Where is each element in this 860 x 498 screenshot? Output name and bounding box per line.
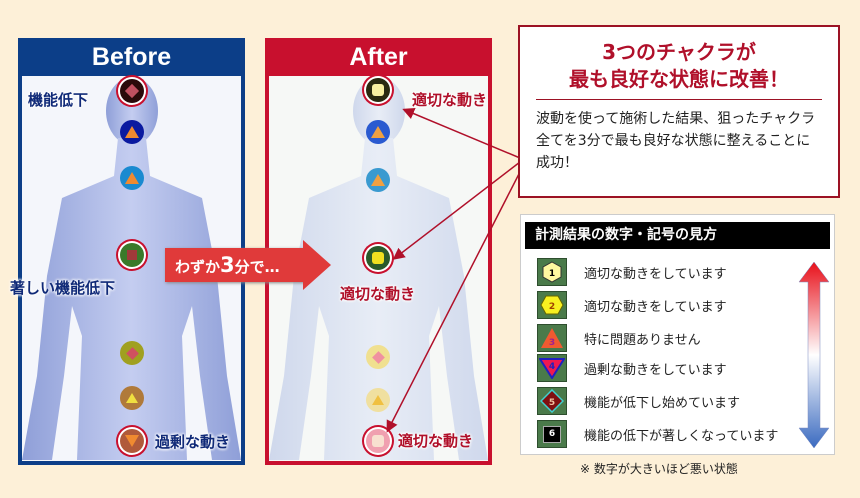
legend-item: 1 適切な動きをしています xyxy=(537,258,727,286)
throat-chakra-marker xyxy=(120,166,144,190)
banner-suffix: 分で… xyxy=(234,258,280,276)
legend-item: 6 機能の低下が著しくなっています xyxy=(537,420,778,448)
legend-num: 5 xyxy=(549,398,555,408)
legend-num: 4 xyxy=(549,362,555,372)
third-eye-chakra-marker xyxy=(120,120,144,144)
before-root-label: 過剰な動き xyxy=(155,433,231,451)
legend-text: 機能の低下が著しくなっています xyxy=(584,428,779,444)
headline-body: 波動を使って施術した結果、狙ったチャクラ全てを3分で最も良好な状態に整えることに… xyxy=(536,111,816,171)
crown-chakra-marker xyxy=(366,78,390,102)
sacral-chakra-marker xyxy=(366,388,390,412)
legend-text: 適切な動きをしています xyxy=(584,266,727,282)
legend-num: 1 xyxy=(549,269,555,279)
third-eye-chakra-marker xyxy=(366,120,390,144)
banner-number: 3 xyxy=(220,253,235,277)
after-root-label: 適切な動き xyxy=(398,432,474,450)
root-chakra-marker xyxy=(120,429,144,453)
legend-item: 2 適切な動きをしています xyxy=(537,291,727,319)
legend-text: 過剰な動きをしています xyxy=(584,362,727,378)
throat-chakra-marker xyxy=(366,168,390,192)
legend-text: 機能が低下し始めています xyxy=(584,395,741,411)
root-chakra-marker xyxy=(366,429,390,453)
after-crown-label: 適切な動き xyxy=(412,91,488,109)
heart-chakra-marker xyxy=(366,246,390,270)
divider xyxy=(536,99,822,100)
after-heart-label: 適切な動き xyxy=(340,285,416,303)
legend-item: 3 特に問題ありません xyxy=(537,324,701,352)
headline-box: 3つのチャクラが最も良好な状態に改善！ 波動を使って施術した結果、狙ったチャクラ… xyxy=(518,25,840,198)
three-minutes-banner: わずか3分で… xyxy=(165,240,331,290)
scale-double-arrow-icon xyxy=(798,262,830,448)
heart-chakra-marker xyxy=(120,243,144,267)
banner-prefix: わずか xyxy=(175,258,221,276)
sacral-chakra-marker xyxy=(120,386,144,410)
before-crown-label: 機能低下 xyxy=(28,91,89,109)
legend-num: 3 xyxy=(549,338,555,348)
legend-text: 特に問題ありません xyxy=(584,332,701,348)
solar-chakra-marker xyxy=(120,341,144,365)
legend-num: 6 xyxy=(543,425,561,443)
after-title: After xyxy=(349,43,408,71)
legend-title: 計測結果の数字・記号の見方 xyxy=(525,222,830,249)
crown-chakra-marker xyxy=(120,79,144,103)
arrow-right-icon xyxy=(303,240,331,290)
before-title: Before xyxy=(91,43,172,71)
before-heart-label: 著しい機能低下 xyxy=(10,279,116,297)
legend-note: ※ 数字が大きいほど悪い状態 xyxy=(580,462,738,476)
solar-chakra-marker xyxy=(366,345,390,369)
legend-item: 4 過剰な動きをしています xyxy=(537,354,727,382)
legend-text: 適切な動きをしています xyxy=(584,299,727,315)
headline-line1: 3つのチャクラが xyxy=(602,40,756,64)
legend-item: 5 機能が低下し始めています xyxy=(537,387,740,415)
legend-num: 2 xyxy=(549,302,555,312)
headline-line2: 最も良好な状態に改善！ xyxy=(569,67,789,91)
